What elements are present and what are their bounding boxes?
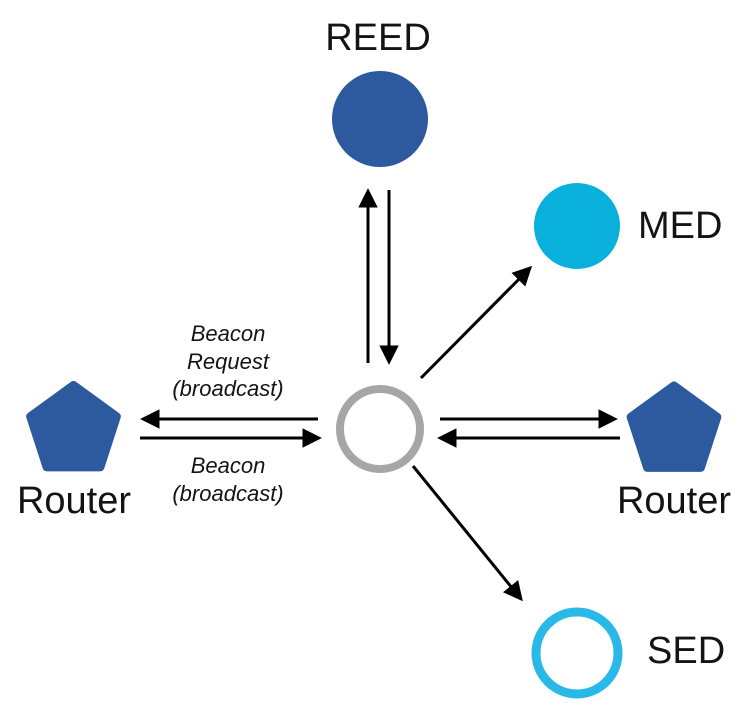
router-left-node-pentagon <box>26 381 121 472</box>
reed-node-circle <box>332 71 428 167</box>
edge-arrows-group <box>140 188 620 602</box>
joiner-node-circle <box>336 385 424 473</box>
arrow-joiner-to-sed <box>411 465 523 602</box>
reed-node-label: REED <box>325 17 431 59</box>
beacon-edge-label: Beacon (broadcast) <box>172 453 284 506</box>
router-right-node-label: Router <box>616 480 732 522</box>
sed-node-label: SED <box>647 630 726 673</box>
router-left-pentagon-shape <box>26 381 121 472</box>
arrow-joiner-to-med <box>419 265 533 380</box>
med-node-circle <box>534 183 620 269</box>
beacon-request-edge-label: Beacon Request (broadcast) <box>172 321 284 401</box>
router-right-node-pentagon <box>626 381 722 472</box>
router-right-pentagon-shape <box>626 381 722 472</box>
router-left-node-label: Router <box>16 480 132 522</box>
med-node-label: MED <box>638 205 723 248</box>
sed-node-circle <box>531 607 623 699</box>
